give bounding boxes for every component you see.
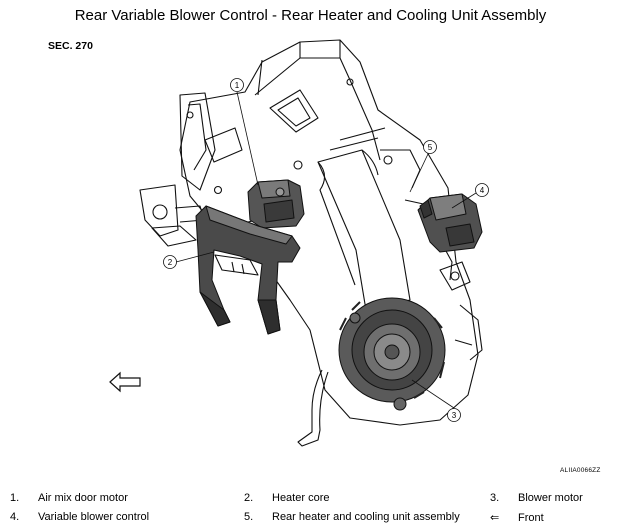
leader-line-4	[451, 192, 477, 209]
callout-circle-1	[230, 78, 244, 92]
callout-circle-2	[163, 255, 177, 269]
callout-circle-4	[475, 183, 489, 197]
legend-label: Front	[518, 512, 544, 524]
diagram-title: Rear Variable Blower Control - Rear Heat…	[74, 7, 547, 24]
legend-number: 3.	[490, 492, 500, 504]
legend-number: 5.	[244, 511, 254, 523]
duct-cylinder	[317, 149, 411, 311]
leader-line-1	[236, 91, 259, 186]
callout-number-2: 2	[168, 258, 173, 267]
callout-circle-5	[423, 140, 437, 154]
callout-circle-3	[447, 408, 461, 422]
legend-item-5: 5. Rear heater and cooling unit assembly	[244, 511, 460, 523]
callout-number-4: 4	[480, 186, 485, 195]
legend-label: Blower motor	[518, 492, 583, 504]
callout-number-1: 1	[235, 81, 240, 90]
legend-label: Variable blower control	[38, 511, 150, 523]
figure-id: ALIIA0066ZZ	[560, 467, 601, 474]
callout-number-3: 3	[452, 411, 457, 420]
legend-item-front: ⇐ Front	[490, 511, 544, 524]
legend-number: 1.	[10, 492, 20, 504]
variable-blower-control	[417, 193, 483, 253]
legend-item-2: 2. Heater core	[244, 492, 329, 504]
air-mix-door-motor	[247, 179, 305, 229]
leader-line-3	[411, 379, 455, 409]
legend-number: 4.	[10, 511, 20, 523]
blower-motor	[338, 297, 446, 411]
legend-item-1: 1. Air mix door motor	[10, 492, 128, 504]
callout-number-5: 5	[428, 143, 433, 152]
heater-core	[195, 205, 301, 335]
front-arrow-symbol: ⇐	[490, 512, 500, 524]
legend-label: Heater core	[272, 492, 330, 504]
legend-number: 2.	[244, 492, 254, 504]
legend-item-3: 3. Blower motor	[490, 492, 583, 504]
leader-line-5	[409, 153, 429, 193]
legend-item-4: 4. Variable blower control	[10, 511, 149, 523]
legend-label: Rear heater and cooling unit assembly	[272, 511, 460, 523]
leader-line-2	[175, 251, 215, 263]
front-arrow-icon	[109, 371, 141, 393]
section-label: SEC. 270	[48, 40, 93, 52]
legend-label: Air mix door motor	[38, 492, 128, 504]
